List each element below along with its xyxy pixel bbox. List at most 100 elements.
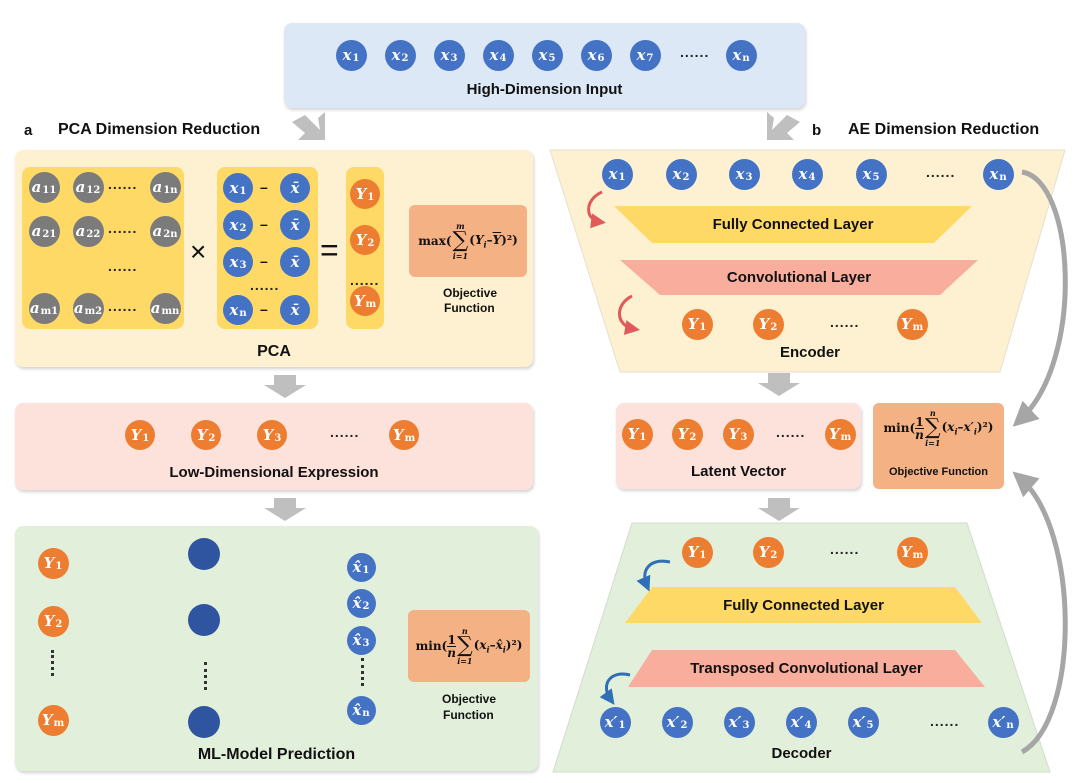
ml-input-vdots (51, 650, 58, 676)
minus-sign: – (260, 179, 268, 195)
decoder-fc-layer-label: Fully Connected Layer (723, 597, 884, 614)
vector-ellipsis: ...... (250, 277, 280, 293)
ae-objective-label: Objective Function (888, 466, 988, 478)
multiply-sign: × (190, 236, 207, 267)
decoder-output-node-x'n: x′n (987, 706, 1019, 738)
pca-label: PCA (257, 343, 291, 360)
encoder-label: Encoder (779, 344, 840, 361)
hidden-node (188, 706, 220, 738)
pca-objective-label-1: Objective (443, 286, 498, 300)
decoder-output-node-x'1: x′1 (599, 706, 631, 738)
matrix-col-ellipsis: ...... (108, 258, 138, 274)
ml-prediction-label: ML-Model Prediction (197, 746, 356, 763)
low-dim-ellipsis: ...... (330, 424, 360, 440)
encoder-conv-layer-shape (620, 260, 978, 295)
decoder-conv-layer-label: Transposed Convolutional Layer (690, 660, 923, 677)
mean-node: x̄ (280, 210, 310, 240)
section-a-title: PCA Dimension Reduction (58, 121, 261, 138)
ml-hidden-vdots (204, 662, 211, 690)
minus-sign: – (260, 301, 268, 317)
latent-ellipsis: ...... (776, 424, 806, 440)
minus-sign: – (260, 216, 268, 232)
pca-objective-label-2: Function (444, 301, 495, 315)
decoder-label: Decoder (771, 745, 832, 762)
encoder-output-ellipsis: ...... (830, 314, 860, 330)
flow-arrows (264, 112, 800, 521)
encoder-fc-layer-shape (614, 206, 972, 243)
decoder-output-node-x'5: x′5 (847, 706, 879, 738)
matrix-row-ellipsis-1: ...... (108, 176, 138, 192)
encoder-input-ellipsis: ...... (926, 164, 956, 180)
mean-node: x̄ (280, 247, 310, 277)
ml-output-node-x̂3: x̂3 (346, 625, 376, 655)
equals-sign: = (320, 232, 339, 268)
section-a-letter: a (24, 122, 33, 139)
low-dimensional-label: Low-Dimensional Expression (169, 464, 379, 481)
ml-output-node-x̂n: x̂n (346, 695, 376, 725)
mean-node: x̄ (280, 173, 310, 203)
xn-to-objective-arrow (1012, 169, 1068, 427)
decoder-conv-layer-shape (628, 650, 985, 687)
ml-output-vdots (361, 658, 368, 686)
ml-objective-label-2: Function (443, 708, 494, 722)
decoder-output-node-x'4: x′4 (785, 706, 817, 738)
pca-objective-formula: max(m∑i=1(Yi–Y)²) (409, 205, 527, 277)
decoder-fc-layer-shape (625, 587, 982, 623)
section-b-letter: b (812, 122, 822, 139)
ml-objective-label-1: Objective (442, 692, 497, 706)
matrix-row-ellipsis-2: ...... (108, 220, 138, 236)
xprime-to-objective-arrow (1012, 471, 1068, 755)
section-b-title: AE Dimension Reduction (848, 121, 1040, 138)
decoder-output-ellipsis: ...... (930, 713, 960, 729)
minus-sign: – (260, 253, 268, 269)
ml-output-node-x̂2: x̂2 (346, 588, 376, 618)
ml-output-node-x̂1: x̂1 (346, 552, 376, 582)
high-dimension-input-label: High-Dimension Input (466, 81, 623, 98)
latent-vector-label: Latent Vector (690, 463, 787, 480)
encoder-conv-layer-label: Convolutional Layer (726, 269, 872, 286)
encoder-fc-layer-label: Fully Connected Layer (712, 216, 874, 233)
mean-node: x̄ (280, 295, 310, 325)
input-ellipsis: ...... (680, 44, 710, 60)
hidden-node (188, 538, 220, 570)
